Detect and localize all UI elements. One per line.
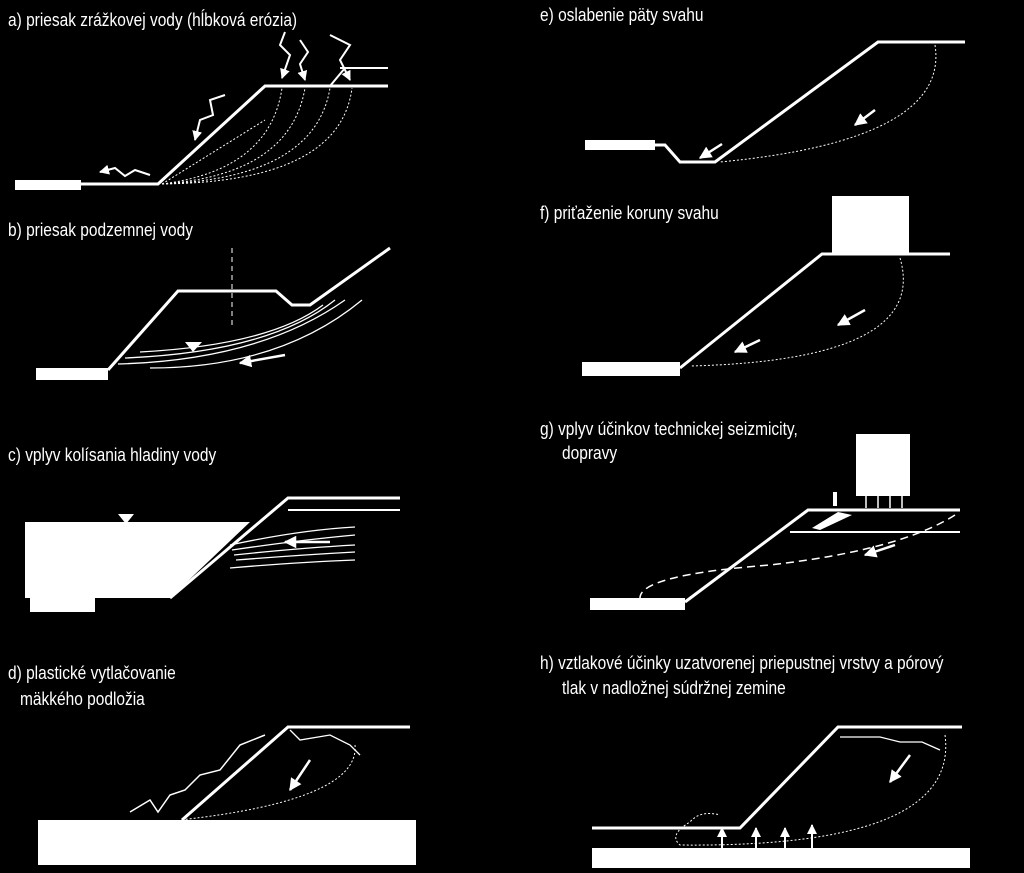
- panel-d-crown-scarp: [289, 729, 361, 756]
- panel-g-post: [833, 492, 837, 506]
- panel-h-slip-surface: [675, 734, 947, 846]
- panel-e-slip-surface: [719, 44, 937, 163]
- caption-panel-h-line2: tlak v nadložnej súdržnej zemine: [562, 678, 786, 698]
- panel-d-drawing: [38, 725, 416, 865]
- panel-f-drawing: [582, 196, 950, 376]
- panel-g-movement-arrow: [863, 543, 896, 558]
- panel-g-slip-surface: [639, 514, 956, 599]
- panel-e-slope-profile: [655, 40, 965, 164]
- panel-h-permeable-layer: [592, 848, 970, 868]
- panel-g-crack-wedge: [812, 512, 852, 530]
- panel-h-crown-scarp: [840, 736, 941, 751]
- panel-d-bulged-toe: [129, 734, 266, 814]
- panel-a-slope-profile: [81, 84, 388, 186]
- panel-e-movement-arrow-toe: [698, 142, 723, 160]
- panel-h-drawing: [592, 725, 970, 868]
- panel-f-movement-arrow-upper: [836, 308, 866, 327]
- panel-c-slope-profile: [169, 496, 400, 600]
- panel-c-water-body: [25, 522, 250, 612]
- panel-a-base-block: [15, 180, 81, 190]
- caption-panel-b: b) priesak podzemnej vody: [8, 220, 194, 240]
- panel-g-vehicle: [856, 434, 910, 496]
- caption-panel-c: c) vplyv kolísania hladiny vody: [8, 445, 217, 465]
- panel-d-movement-arrow: [288, 759, 312, 792]
- panel-b-base-block: [36, 368, 108, 380]
- panel-f-slope-profile: [679, 252, 950, 370]
- panel-a-drawing: [15, 31, 388, 190]
- panel-b-seepage-lines: [117, 299, 363, 369]
- panel-e-base-block: [585, 140, 655, 150]
- panel-g-vehicle-supports: [865, 496, 903, 508]
- caption-panel-f: f) priťaženie koruny svahu: [540, 203, 719, 223]
- panel-e-movement-arrow-upper: [854, 109, 876, 126]
- panel-g-drawing: [590, 434, 960, 610]
- panel-f-slip-surface: [689, 257, 904, 367]
- panel-d-slope-profile: [181, 725, 410, 822]
- panel-f-base-block: [582, 362, 680, 376]
- caption-panel-e: e) oslabenie päty svahu: [540, 5, 704, 25]
- panel-h-slope-profile: [592, 725, 962, 830]
- panel-b-drawing: [36, 246, 391, 380]
- caption-panel-g-line1: g) vplyv účinkov technickej seizmicity,: [540, 419, 798, 439]
- panel-c-drawing: [25, 496, 400, 612]
- panel-c-water-level-marker: [118, 514, 134, 524]
- panel-b-flow-arrow: [238, 353, 286, 368]
- panel-a-seepage-lines: [161, 87, 353, 185]
- caption-panel-a: a) priesak zrážkovej vody (hĺbková erózi…: [8, 10, 298, 30]
- caption-panel-g-line2: dopravy: [562, 443, 618, 463]
- panel-a-rain-arrows: [99, 31, 352, 178]
- panel-f-movement-arrow-lower: [733, 338, 761, 354]
- panel-g-base-block: [590, 598, 685, 610]
- panel-a-layer-step: [329, 67, 346, 87]
- panel-f-crown-load: [832, 196, 909, 254]
- caption-panel-d-line1: d) plastické vytlačovanie: [8, 663, 176, 683]
- panel-c-flow-lines: [229, 526, 356, 569]
- caption-panel-h-line1: h) vztlakové účinky uzatvorenej priepust…: [540, 653, 944, 673]
- panel-d-slip-surface: [179, 744, 356, 821]
- panel-h-uplift-arrows: [717, 824, 817, 848]
- panel-d-soft-subsoil: [38, 820, 416, 865]
- panel-b-slope-profile: [106, 246, 391, 371]
- panel-h-movement-arrow: [888, 754, 912, 784]
- panel-g-slope-profile: [684, 508, 960, 604]
- caption-panel-d-line2: mäkkého podložia: [20, 689, 145, 709]
- panel-e-drawing: [585, 40, 965, 164]
